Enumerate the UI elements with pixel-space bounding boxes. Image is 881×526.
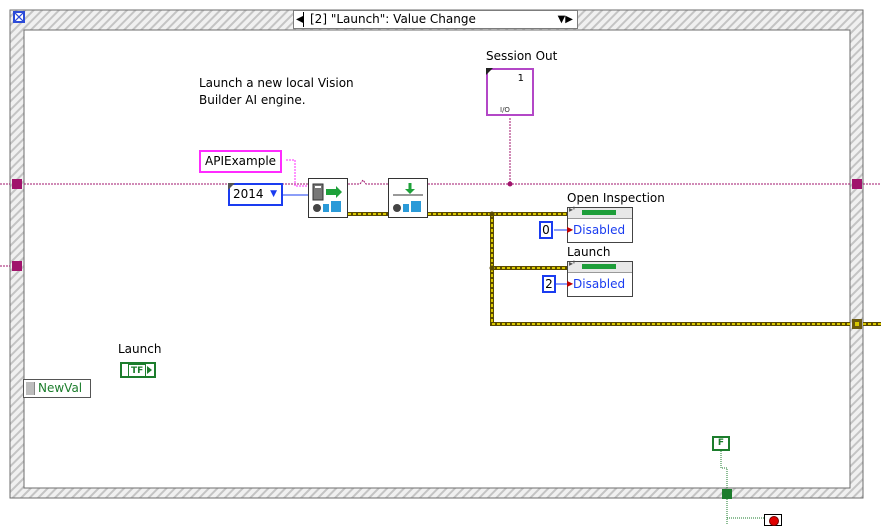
decrement-case-icon[interactable]: ◀ <box>296 14 304 25</box>
launch-value-constant[interactable]: 2 <box>542 275 556 293</box>
open-inspection-property[interactable]: Disabled <box>573 223 626 237</box>
session-io-text: I/O <box>500 106 510 114</box>
selector-divider <box>303 12 304 27</box>
version-enum-constant[interactable]: 2014 ▼ <box>228 183 283 206</box>
terminal-arrow-icon <box>147 366 152 374</box>
vision-builder-open-art <box>312 183 342 212</box>
launch-control-label: Launch <box>118 342 162 356</box>
control-ref-icon: ▸ᴵ <box>569 205 575 214</box>
input-arrow-icon: ▶ <box>567 225 574 234</box>
event-case-label: [2] "Launch": Value Change <box>310 12 476 26</box>
boolean-wire <box>720 451 764 524</box>
stop-false-constant[interactable]: F <box>712 436 730 451</box>
stop-icon[interactable] <box>764 514 782 526</box>
control-bar-icon <box>582 264 616 269</box>
property-node-header: ▸ᴵ <box>568 205 632 219</box>
session-out-indicator[interactable]: 1 I/O <box>486 68 534 116</box>
open-inspection-property-node[interactable]: ▸ᴵ ▶ Disabled <box>567 205 633 243</box>
input-arrow-icon: ▶ <box>567 279 574 288</box>
launch-tf-text: TF <box>128 364 147 378</box>
vision-builder-launch-art <box>393 183 423 212</box>
stop-indicator-dot <box>769 516 779 526</box>
window-icon[interactable] <box>13 11 25 23</box>
launch-property-label: Launch <box>567 245 611 259</box>
api-name-constant[interactable]: APIExample <box>199 150 283 173</box>
launch-boolean-terminal[interactable]: TF <box>120 362 156 378</box>
enum-corner-icon <box>228 183 235 190</box>
string-wire <box>286 159 308 187</box>
enum-wire <box>283 194 567 285</box>
indicator-corner-icon <box>486 68 493 75</box>
session-index: 1 <box>517 73 524 84</box>
launch-property[interactable]: Disabled <box>573 277 626 291</box>
event-data-grip-icon[interactable] <box>26 382 35 395</box>
event-data-node[interactable]: NewVal <box>23 379 91 398</box>
new-val-label: NewVal <box>38 381 83 395</box>
chevron-down-icon[interactable]: ▼ <box>270 189 277 199</box>
open-inspection-value-constant[interactable]: 0 <box>539 221 553 239</box>
frame-tunnels <box>12 179 862 499</box>
event-case-selector[interactable]: ◀ [2] "Launch": Value Change ▼▶ <box>293 10 578 29</box>
launch-property-node[interactable]: ▸ᴵ ▶ Disabled <box>567 259 633 297</box>
version-value: 2014 <box>233 187 264 201</box>
control-bar-icon <box>582 210 616 215</box>
comment-line-1: Launch a new local Vision <box>199 76 354 90</box>
comment-line-2: Builder AI engine. <box>199 93 306 107</box>
case-menu-icon[interactable]: ▼▶ <box>557 14 573 25</box>
property-node-header: ▸ᴵ <box>568 259 632 273</box>
session-out-label: Session Out <box>486 49 558 63</box>
control-ref-icon: ▸ᴵ <box>569 259 575 268</box>
event-structure-frame[interactable] <box>9 9 864 499</box>
open-inspection-label: Open Inspection <box>567 191 665 205</box>
